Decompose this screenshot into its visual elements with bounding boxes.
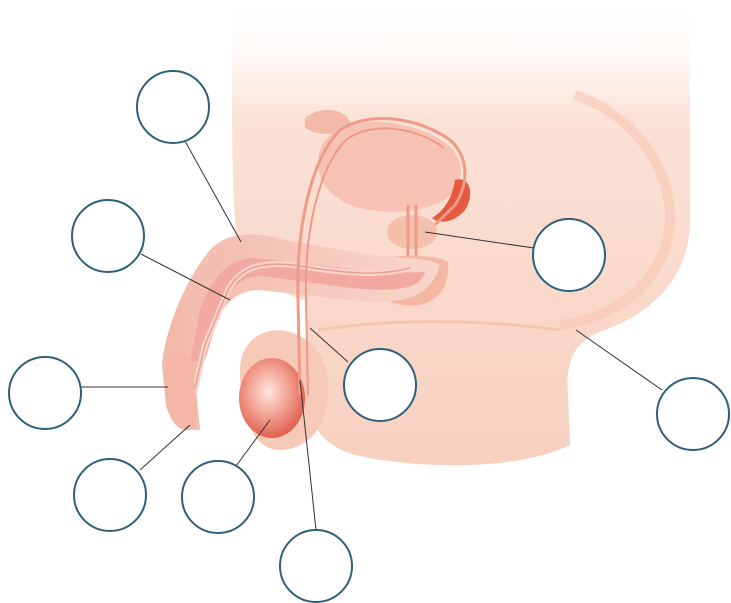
leader-line-9	[576, 330, 662, 390]
label-circle-1[interactable]	[137, 71, 209, 143]
label-circle-9[interactable]	[657, 378, 729, 450]
testis	[239, 358, 305, 438]
label-circle-3[interactable]	[9, 357, 81, 429]
label-circle-7[interactable]	[344, 349, 416, 421]
label-circle-4[interactable]	[74, 459, 146, 531]
label-circle-8[interactable]	[533, 219, 605, 291]
leader-line-4	[140, 425, 190, 470]
label-circle-6[interactable]	[280, 530, 352, 602]
glans	[166, 352, 197, 430]
label-circle-5[interactable]	[182, 461, 254, 533]
prostate	[387, 215, 437, 249]
label-circle-2[interactable]	[72, 200, 144, 272]
scrotum	[239, 330, 328, 450]
